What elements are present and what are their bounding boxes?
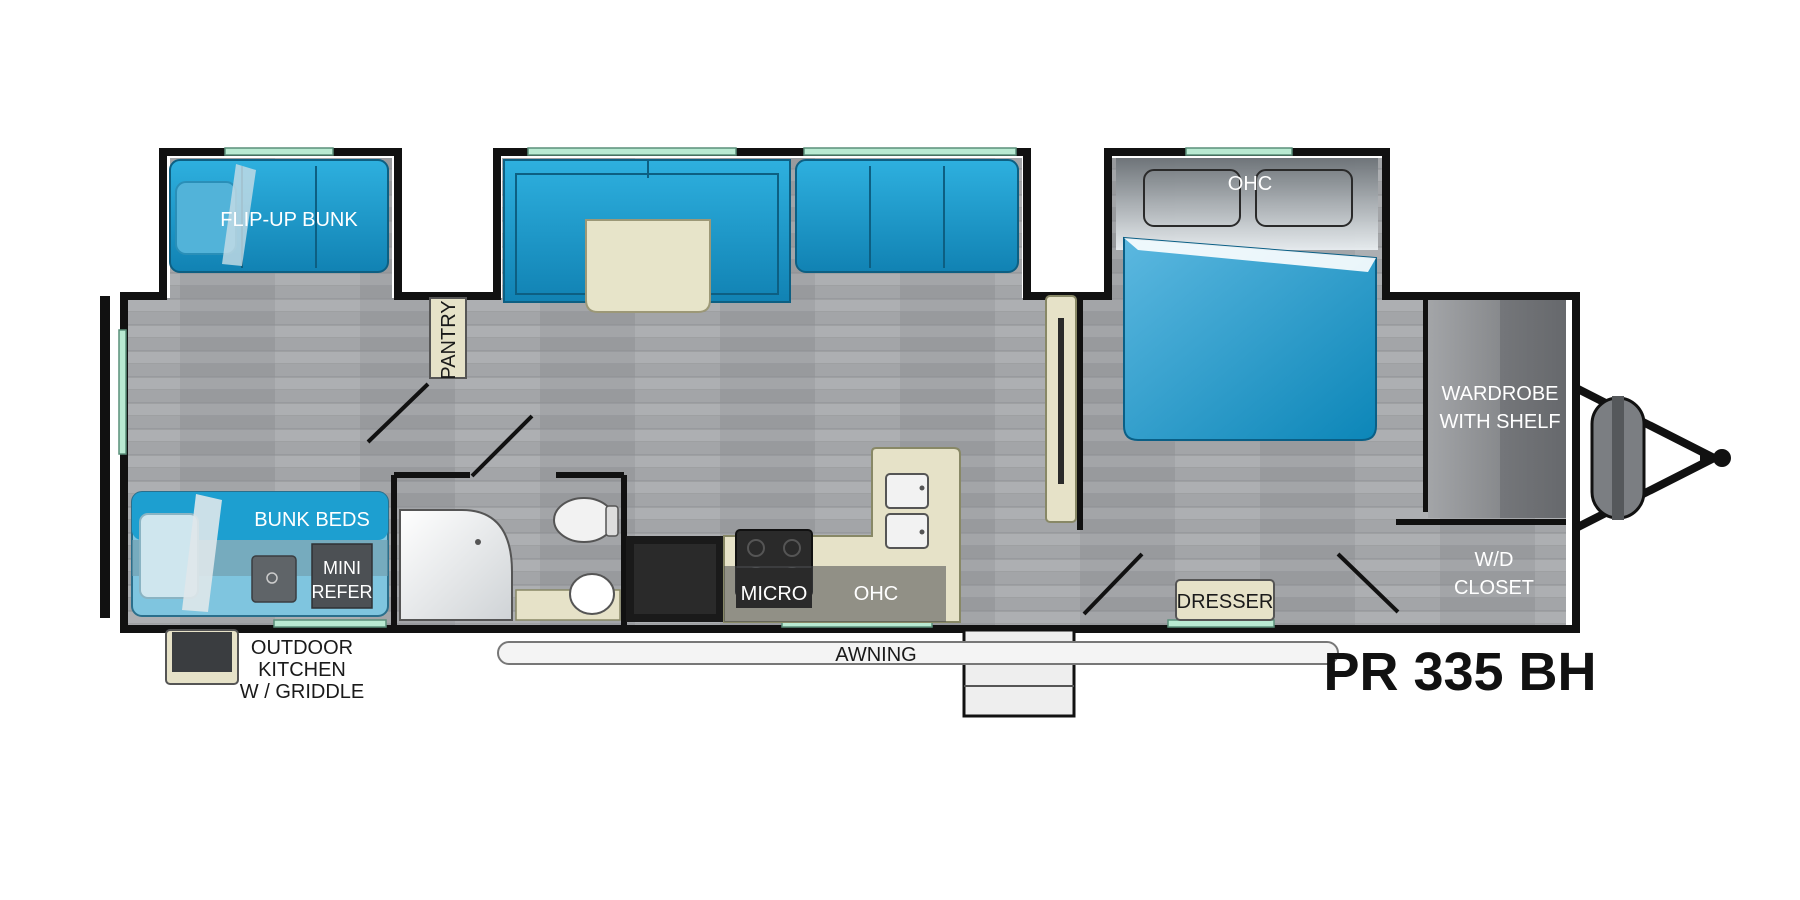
tongue-hitch [1574, 384, 1731, 532]
bath-sink [569, 573, 615, 615]
interior-walls [391, 296, 1566, 626]
outdoor-kitchen: OUTDOOR KITCHEN W / GRIDDLE [165, 629, 364, 703]
dresser: DRESSER [1175, 579, 1275, 621]
kitchen: MICRO OHC [626, 447, 961, 623]
outdoor-kitchen-label-2: KITCHEN [258, 659, 346, 681]
pantry-label: PANTRY [438, 300, 460, 379]
bunk-beds-label: BUNK BEDS [254, 509, 370, 531]
sofa [795, 159, 1019, 273]
dinette-table [585, 219, 711, 313]
flip-up-bunk: FLIP-UP BUNK [169, 159, 389, 273]
mini-refer [311, 543, 373, 609]
bunk-sink [251, 555, 297, 603]
awning: AWNING [497, 641, 1339, 666]
queen-bed [1123, 236, 1377, 441]
dinette [503, 159, 791, 313]
bunk-beds: BUNK BEDS MINI REFER [131, 491, 389, 617]
awning-label: AWNING [835, 644, 916, 666]
flip-up-bunk-label: FLIP-UP BUNK [220, 209, 358, 231]
dresser-label: DRESSER [1177, 591, 1274, 613]
outdoor-kitchen-label-1: OUTDOOR [251, 637, 353, 659]
outdoor-kitchen-label-3: W / GRIDDLE [240, 681, 364, 703]
shower [399, 509, 513, 621]
micro-label: MICRO [741, 583, 808, 605]
microwave [736, 568, 812, 608]
wardrobe-label-2: WITH SHELF [1439, 411, 1560, 433]
bedroom-ohc [1116, 158, 1378, 250]
kitchen-ohc-label: OHC [854, 583, 898, 605]
mini-refer-label-1: MINI [323, 558, 361, 578]
wardrobe: WARDROBE WITH SHELF [1428, 300, 1566, 518]
entertainment-panel [1045, 295, 1077, 523]
rear-bumper [100, 296, 110, 618]
wd-closet-label-2: CLOSET [1454, 577, 1534, 599]
bedroom: OHC [1116, 158, 1378, 441]
door-swings [366, 382, 1400, 616]
bedroom-ohc-label: OHC [1228, 173, 1272, 195]
pantry: PANTRY [429, 297, 467, 380]
toilet [553, 497, 615, 543]
wardrobe-label-1: WARDROBE [1441, 383, 1558, 405]
kitchen-sink-1 [885, 473, 929, 509]
wd-closet-label-1: W/D [1475, 549, 1514, 571]
windows [118, 147, 1293, 628]
kitchen-sink-2 [885, 513, 929, 549]
bathroom [399, 497, 621, 621]
wd-closet: W/D CLOSET [1454, 549, 1534, 599]
mini-refer-label-2: REFER [311, 582, 372, 602]
model-name: PR 335 BH [1323, 642, 1596, 702]
